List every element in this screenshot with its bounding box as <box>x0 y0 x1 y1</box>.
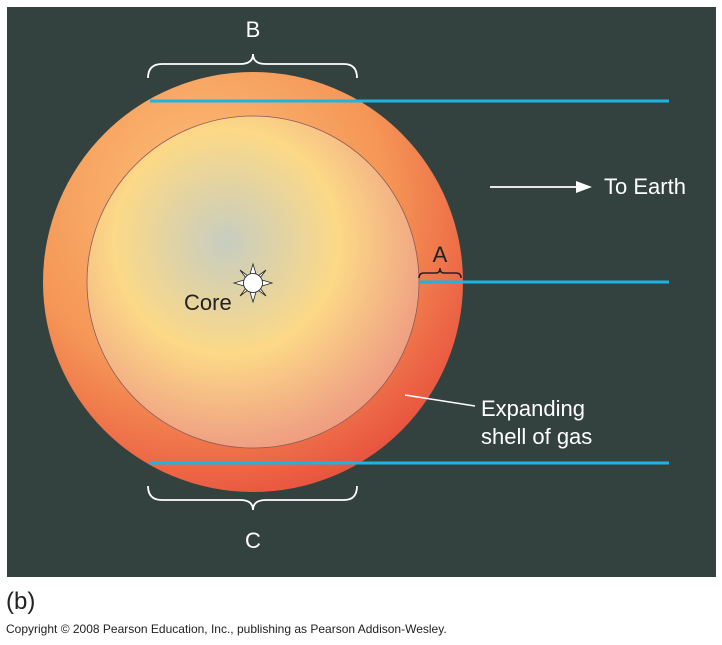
copyright: Copyright © 2008 Pearson Education, Inc.… <box>6 622 447 636</box>
label-shell-line1: Expanding <box>481 396 585 421</box>
label-c: C <box>245 528 261 553</box>
label-a: A <box>433 242 448 267</box>
shell-leader-line <box>404 394 476 407</box>
brace-b <box>147 53 358 79</box>
label-b: B <box>246 17 261 42</box>
label-shell-line2: shell of gas <box>481 424 592 449</box>
brace-c <box>147 485 358 511</box>
label-to-earth: To Earth <box>604 174 686 199</box>
panel-label: (b) <box>6 588 36 615</box>
brace-a <box>418 267 462 279</box>
core-star-icon <box>232 262 274 304</box>
arrow-head-icon <box>576 181 592 193</box>
sight-lines <box>150 99 669 465</box>
label-core: Core <box>184 290 232 315</box>
